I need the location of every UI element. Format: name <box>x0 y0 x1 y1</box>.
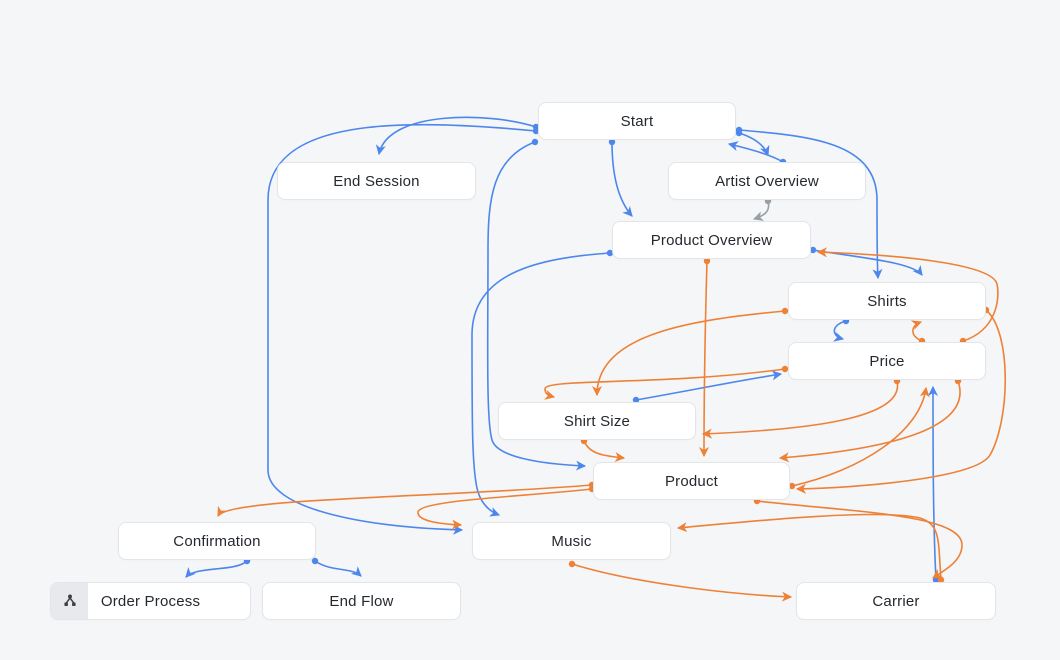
node-start[interactable]: Start <box>538 102 736 140</box>
edge-price-to-shirt-size <box>701 380 899 439</box>
node-shirt-size[interactable]: Shirt Size <box>498 402 696 440</box>
edge-shirt-size-to-price <box>635 370 783 401</box>
edge-product-to-carrier <box>756 500 963 579</box>
edge-source-handle[interactable] <box>608 138 616 146</box>
edge-confirmation-to-order-process <box>185 560 248 578</box>
node-label: Confirmation <box>173 532 261 550</box>
edge-product-overview-to-music <box>471 252 611 517</box>
edge-price-to-shirt-size <box>544 368 786 400</box>
edge-source-handle[interactable] <box>632 396 640 404</box>
node-icon-strip <box>51 583 88 619</box>
node-product-overview[interactable]: Product Overview <box>612 221 811 259</box>
node-label: Start <box>620 112 654 130</box>
edge-source-handle[interactable] <box>735 126 743 134</box>
edge-price-to-product-overview <box>816 247 999 342</box>
edge-carrier-to-music <box>676 513 942 581</box>
edge-source-handle[interactable] <box>781 365 789 373</box>
edge-start-to-product <box>486 141 587 471</box>
node-carrier[interactable]: Carrier <box>796 582 996 620</box>
edge-shirts-to-shirt-size <box>591 310 786 397</box>
node-product[interactable]: Product <box>593 462 790 500</box>
edge-source-handle[interactable] <box>311 557 319 565</box>
edge-artist-overview-to-start <box>727 141 784 163</box>
node-label: Shirts <box>867 292 907 310</box>
edge-source-handle[interactable] <box>532 127 540 135</box>
edge-start-to-end-session <box>375 116 537 156</box>
node-price[interactable]: Price <box>788 342 986 380</box>
node-label: Product Overview <box>650 231 773 249</box>
edge-source-handle[interactable] <box>781 307 789 315</box>
edge-price-to-product <box>778 380 961 463</box>
edge-product-overview-to-product <box>698 260 710 458</box>
node-artist-overview[interactable]: Artist Overview <box>668 162 866 200</box>
edge-start-to-shirts <box>738 129 883 280</box>
edge-shirts-to-product <box>795 309 1007 494</box>
node-confirmation[interactable]: Confirmation <box>118 522 316 560</box>
node-label: End Flow <box>329 592 394 610</box>
node-order-process[interactable]: Order Process <box>50 582 251 620</box>
edge-confirmation-to-end-flow <box>314 560 362 577</box>
node-label: End Session <box>333 172 420 190</box>
edge-source-handle[interactable] <box>531 138 539 146</box>
edge-product-to-price <box>791 386 930 487</box>
edge-source-handle[interactable] <box>703 257 711 265</box>
edge-carrier-to-price <box>927 385 939 581</box>
edge-source-handle[interactable] <box>568 560 576 568</box>
edge-music-to-carrier <box>571 563 793 602</box>
edge-start-to-artist-overview <box>738 132 770 157</box>
edge-product-to-confirmation <box>217 484 593 517</box>
edge-start-to-product-overview <box>611 141 633 217</box>
edge-shirts-to-price <box>833 320 847 342</box>
edge-source-handle[interactable] <box>606 249 614 257</box>
node-label: Product <box>664 472 719 490</box>
workflow-icon <box>63 594 76 606</box>
node-label: Shirt Size <box>563 412 631 430</box>
node-label: Artist Overview <box>715 172 819 190</box>
edge-start-to-music <box>267 123 537 535</box>
node-music[interactable]: Music <box>472 522 671 560</box>
node-label: Price <box>869 352 905 370</box>
node-label: Order Process <box>100 592 201 610</box>
node-label: Music <box>551 532 592 550</box>
node-end-flow[interactable]: End Flow <box>262 582 461 620</box>
edge-product-to-music <box>417 488 593 530</box>
node-label: Carrier <box>872 592 920 610</box>
edge-source-handle[interactable] <box>788 482 796 490</box>
node-shirts[interactable]: Shirts <box>788 282 986 320</box>
edge-source-handle[interactable] <box>809 246 817 254</box>
node-end-session[interactable]: End Session <box>277 162 476 200</box>
edge-shirt-size-to-product <box>583 440 626 463</box>
